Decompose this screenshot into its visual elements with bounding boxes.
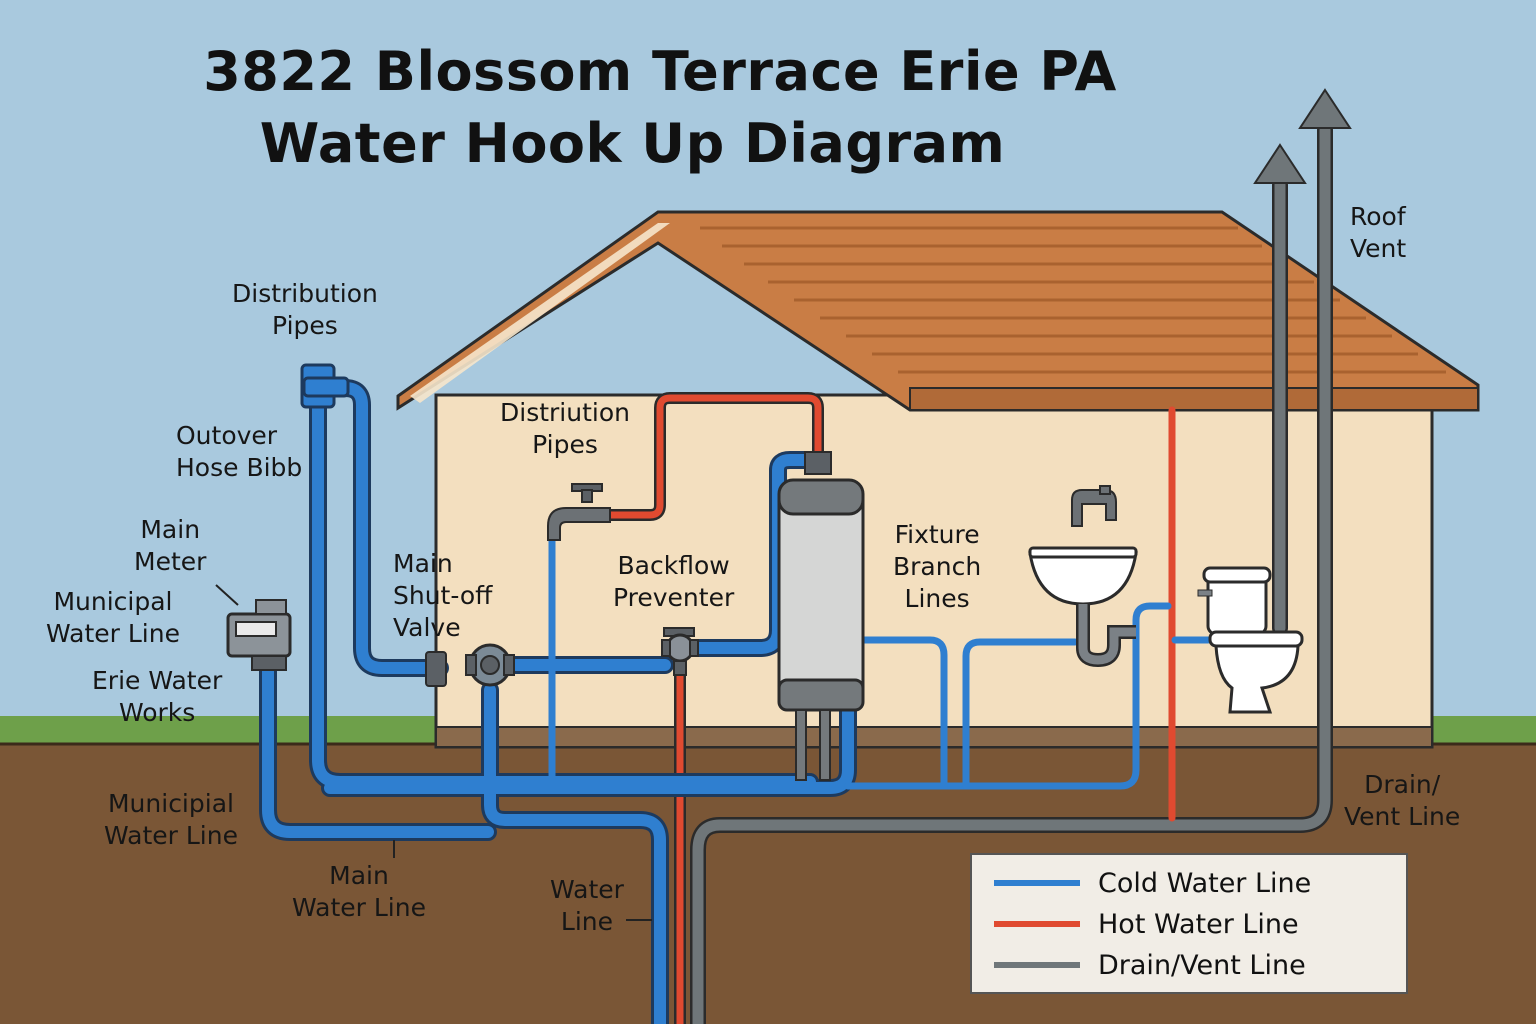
main-shutoff-valve: [425, 643, 515, 687]
roof-vent-arrow-tall: [1298, 88, 1352, 129]
diagram-title-line2: Water Hook Up Diagram: [259, 112, 1006, 175]
main-meter: [226, 599, 292, 671]
sink-icon: [1028, 485, 1138, 668]
house-foundation: [435, 726, 1433, 748]
legend-item-hot: Hot Water Line: [994, 906, 1299, 942]
water-heater: [777, 451, 865, 781]
roof-vent-arrow-short: [1253, 143, 1307, 184]
faucet-icon: [547, 483, 611, 541]
legend-label-hot: Hot Water Line: [1098, 908, 1299, 940]
hot-water-pipes: [594, 392, 1176, 1024]
label-drain-vent-line: Drain/Vent Line: [1344, 770, 1461, 831]
legend-swatch-hot: [994, 921, 1080, 927]
leader-lines: [215, 584, 652, 921]
legend-item-cold: Cold Water Line: [994, 865, 1311, 901]
distribution-cap: [300, 363, 350, 409]
legend-label-cold: Cold Water Line: [1098, 867, 1312, 899]
legend-label-drain: Drain/Vent Line: [1098, 949, 1306, 981]
diagram-title-line1: 3822 Blossom Terrace Erie PA: [203, 40, 1117, 103]
legend-item-drain: Drain/Vent Line: [994, 947, 1306, 983]
toilet-icon: [1197, 566, 1304, 714]
legend-swatch-cold: [994, 880, 1080, 886]
cold-water-pipes: [259, 371, 1212, 1024]
legend: Cold Water Line Hot Water Line Drain/Ven…: [970, 853, 1408, 994]
legend-swatch-drain: [994, 962, 1080, 968]
drain-vent-pipes: [690, 122, 1333, 1024]
backflow-preventer: [661, 627, 699, 676]
